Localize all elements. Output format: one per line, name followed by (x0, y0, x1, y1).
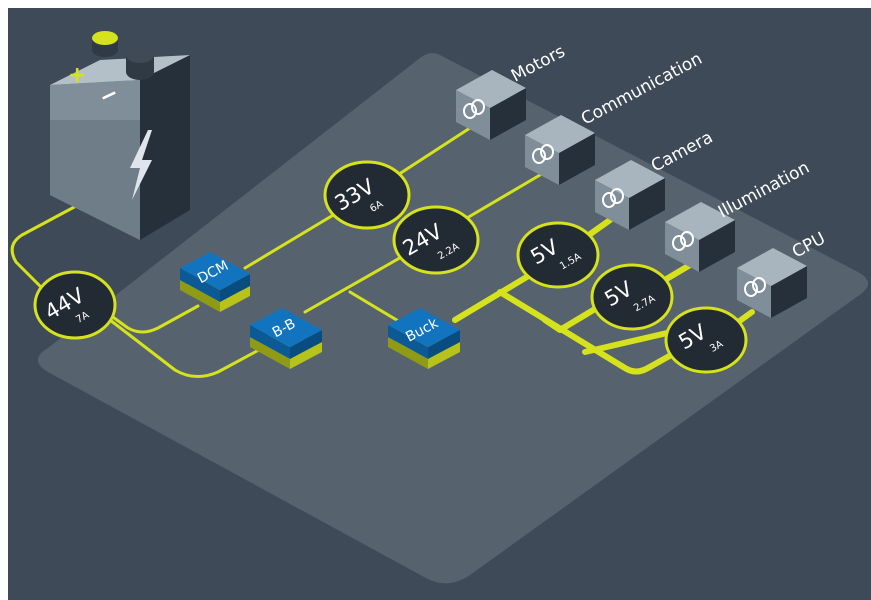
bubble-illumination: 5V 2.7A (590, 263, 674, 331)
wire-bb-buck (348, 290, 402, 324)
bubble-cpu: 5V 3A (664, 306, 748, 374)
battery: + − (50, 31, 190, 240)
wire-buck-bus (497, 289, 683, 375)
wire-dcm-motors (243, 126, 472, 270)
positive-terminal (92, 31, 118, 45)
bubble-motors: 33V 6A (323, 160, 411, 230)
load-cpu-icon (744, 277, 766, 297)
load-communication-icon (532, 144, 554, 164)
converter-dcm: DCM (180, 252, 250, 312)
wire-battery-input (10, 203, 80, 292)
load-camera-icon (602, 188, 624, 208)
lightning-bolt-icon (130, 130, 152, 200)
wire-bus-cpu (582, 327, 683, 355)
wire-bus-illumination (542, 303, 603, 333)
wire-bb-communication (303, 173, 542, 314)
wire-input-dcm (108, 304, 200, 334)
battery-plus-label: + (68, 63, 86, 88)
load-motors-icon (463, 99, 485, 119)
converter-bb: B-B (250, 308, 322, 369)
bubble-input: 44V 7A (33, 270, 117, 340)
negative-terminal (126, 47, 154, 63)
load-cpu: CPU (737, 229, 829, 318)
load-illumination-icon (672, 231, 694, 251)
bubble-communication: 24V 2.2A (392, 205, 480, 275)
wire-input-bb (108, 318, 270, 378)
bubble-camera: 5V 1.5A (516, 221, 600, 289)
converter-buck: Buck (388, 308, 460, 369)
